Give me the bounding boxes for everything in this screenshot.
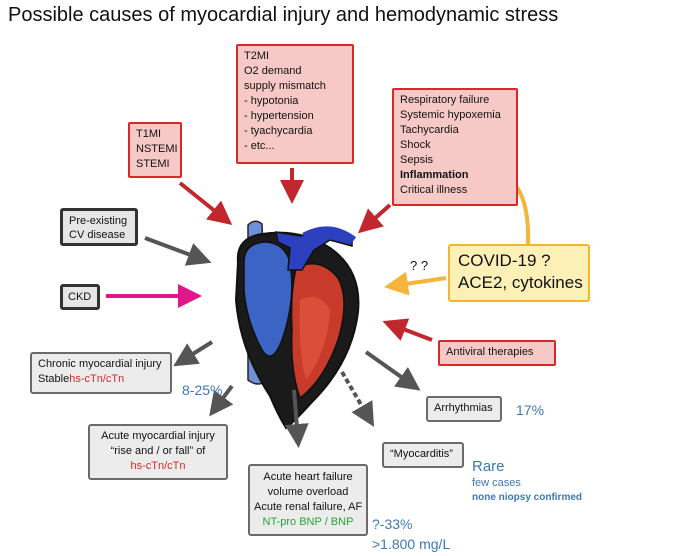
arrhythmias-pct: 17% (516, 402, 545, 418)
chronic-line: Chronic myocardial injury (38, 358, 162, 370)
rare-label: Rare (472, 458, 505, 475)
hf-line: Acute heart failure (263, 471, 353, 483)
myocarditis-box: “Myocarditis” (382, 442, 464, 468)
t2mi-line: supply mismatch (244, 80, 326, 92)
covid-line: COVID-19 ? (458, 251, 551, 270)
arrow-t1mi (178, 181, 233, 226)
respiratory-line: Tachycardia (400, 124, 459, 136)
t2mi-line: O2 demand (244, 65, 302, 77)
t1mi-line: STEMI (136, 158, 170, 170)
chronic-box: Chronic myocardial injury Stablehs-cTn/c… (30, 352, 172, 394)
arrhythmias-box: Arrhythmias (426, 396, 502, 422)
t2mi-line: - hypertension (244, 110, 314, 122)
arrow-myocarditis (340, 370, 375, 427)
chronic-marker: hs-cTn/cTn (69, 373, 125, 385)
arrhythmias-label: Arrhythmias (434, 402, 493, 414)
hf-marker: NT-pro BNP / BNP (262, 516, 354, 528)
respiratory-line: Shock (400, 139, 431, 151)
chronic-line: Stablehs-cTn/cTn (38, 372, 164, 387)
few-cases-label: few cases (472, 477, 521, 489)
arrow-acute-injury (209, 384, 234, 417)
preexisting-box: Pre-existing CV disease (60, 208, 138, 246)
ckd-label: CKD (68, 291, 92, 303)
hf-line: Acute renal failure, AF (254, 501, 363, 513)
t2mi-line: - etc... (244, 140, 275, 152)
t1mi-box: T1MI NSTEMI STEMI (128, 122, 182, 178)
acute-injury-box: Acute myocardial injury “rise and / or f… (88, 424, 228, 480)
none-confirmed-label: none niopsy confirmed (472, 492, 583, 503)
myocarditis-label: “Myocarditis” (390, 448, 453, 460)
question-marks: ? ? (410, 258, 429, 273)
arrow-antiviral (382, 318, 433, 342)
respiratory-line: Critical illness (400, 184, 468, 196)
hf-pct: ?-33% (372, 516, 413, 532)
t2mi-box: T2MI O2 demand supply mismatch - hypoton… (236, 44, 354, 164)
ckd-box: CKD (60, 284, 100, 310)
arrow-preexisting (144, 236, 212, 266)
respiratory-line: Systemic hypoxemia (400, 109, 501, 121)
antiviral-box: Antiviral therapies (438, 340, 556, 366)
respiratory-box: Respiratory failure Systemic hypoxemia T… (392, 88, 518, 206)
respiratory-line: Sepsis (400, 154, 434, 166)
arrow-heart-failure (284, 389, 309, 448)
covid-box: COVID-19 ? ACE2, cytokines (448, 244, 590, 302)
t2mi-line: - hypotonia (244, 95, 299, 107)
covid-line: ACE2, cytokines (458, 273, 583, 292)
t2mi-line: T2MI (244, 50, 270, 62)
arrow-chronic (173, 340, 214, 367)
respiratory-line: Respiratory failure (400, 94, 490, 106)
arrow-arrhythmias (364, 350, 421, 391)
t2mi-line: - tyachycardia (244, 125, 313, 137)
stable-label: Stable (38, 373, 70, 385)
page-title: Possible causes of myocardial injury and… (8, 4, 559, 26)
acute-line: “rise and / or fall” of (110, 445, 206, 457)
inflammation-label: Inflammation (400, 169, 469, 181)
arrow-respiratory (358, 203, 392, 234)
preexisting-line: Pre-existing (69, 215, 128, 227)
antiviral-label: Antiviral therapies (446, 346, 534, 358)
acute-line: Acute myocardial injury (101, 430, 215, 442)
preexisting-line: CV disease (69, 229, 126, 241)
t1mi-line: NSTEMI (136, 143, 178, 155)
heart-illustration (234, 220, 360, 430)
hf-value: >1.800 mg/L (372, 536, 451, 552)
acute-marker: hs-cTn/cTn (130, 460, 186, 472)
arrow-covid-heart (384, 271, 447, 296)
t1mi-line: T1MI (136, 128, 162, 140)
heart-failure-box: Acute heart failure volume overload Acut… (248, 464, 368, 536)
hf-line: volume overload (267, 486, 349, 498)
chronic-pct: 8-25% (182, 382, 223, 398)
